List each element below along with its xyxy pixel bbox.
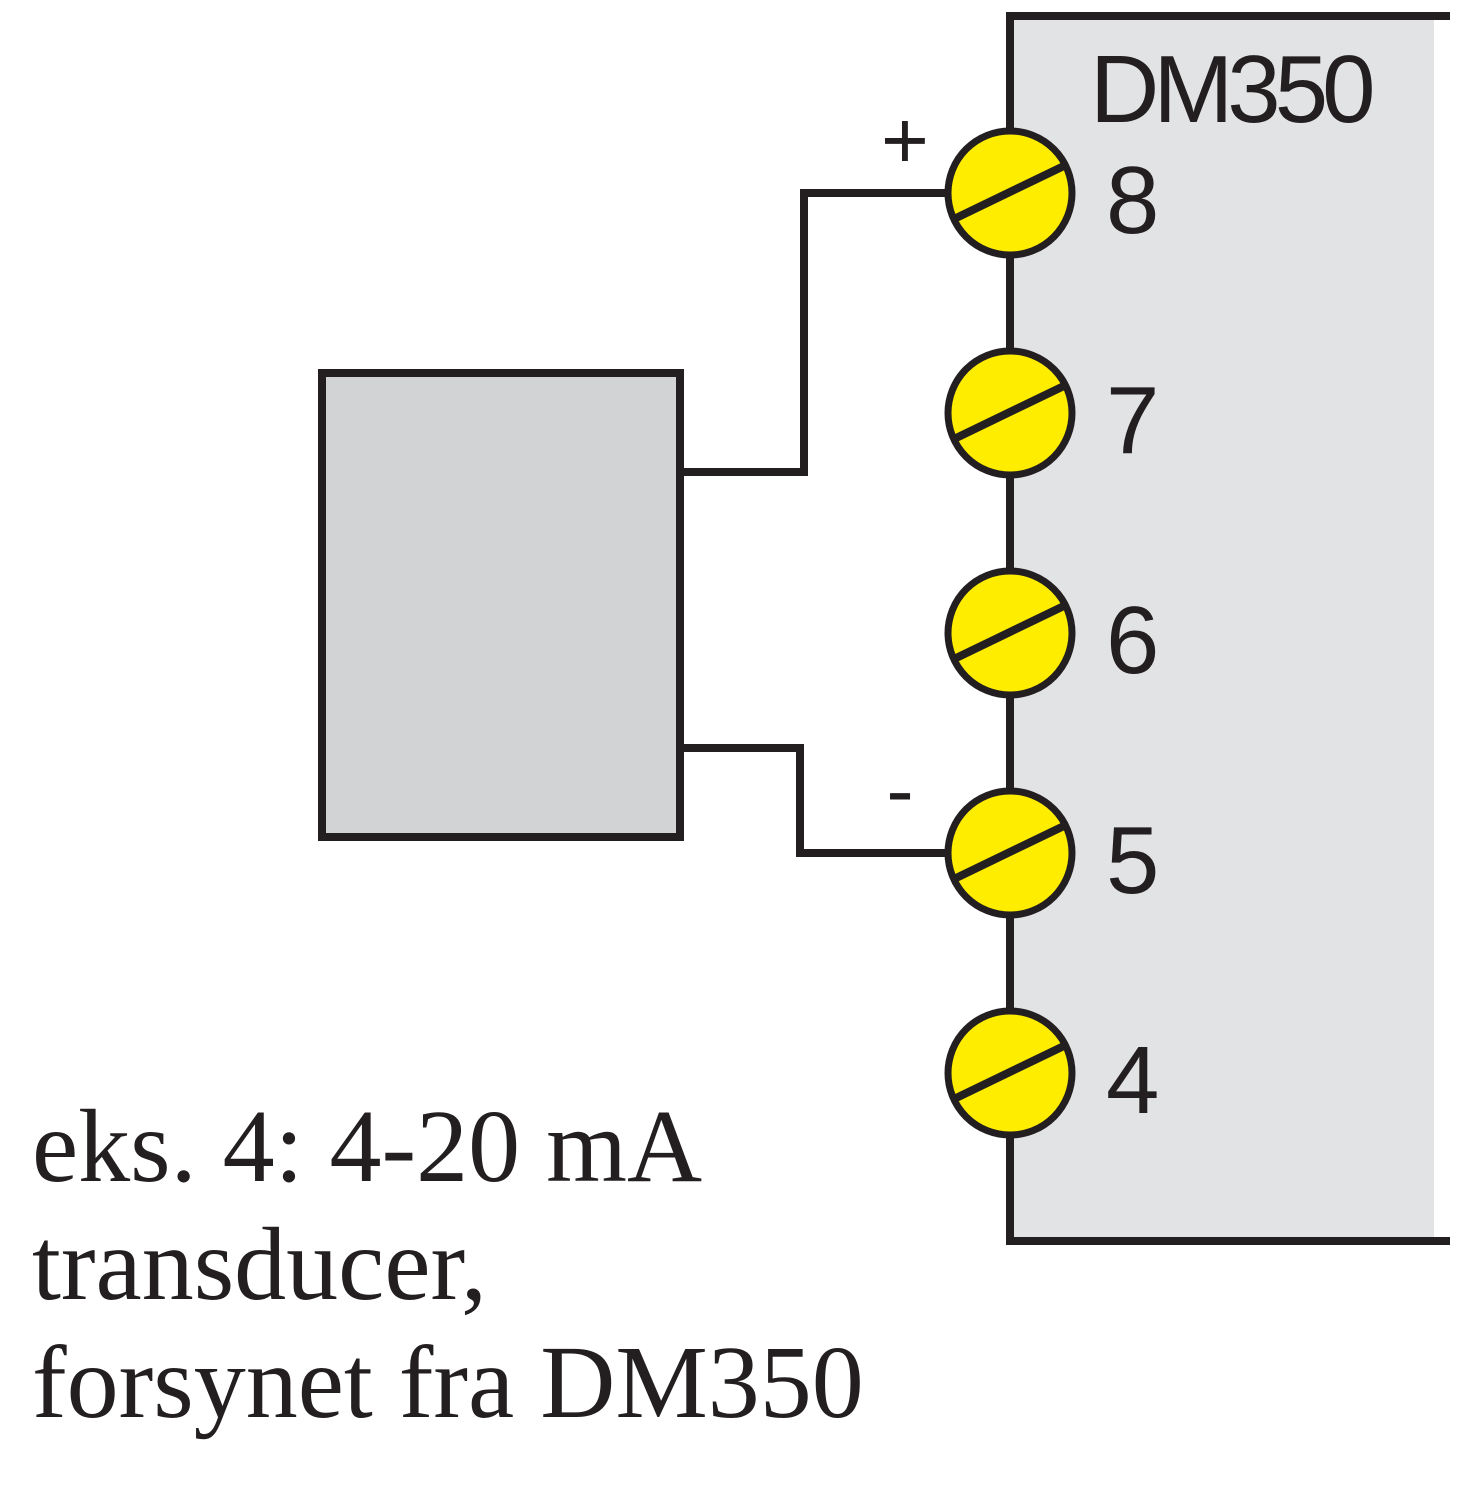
minus-label: - <box>886 745 913 836</box>
terminal-5: 5 <box>944 787 1159 919</box>
wire-positive <box>680 189 948 476</box>
caption-line-1: eks. 4: 4-20 mA <box>32 1089 703 1204</box>
caption-line-3: forsynet fra DM350 <box>32 1325 864 1440</box>
terminal-8: 8 <box>944 127 1159 259</box>
terminal-5-label: 5 <box>1106 807 1159 914</box>
screw-slot <box>950 380 1070 444</box>
terminal-6-label: 6 <box>1106 587 1159 694</box>
screw-slot <box>950 600 1070 664</box>
dm350-panel <box>1010 16 1434 1241</box>
screw-slot <box>950 820 1070 884</box>
caption-line-2: transducer, <box>32 1207 487 1322</box>
device-name: DM350 <box>1090 36 1372 143</box>
plus-label: + <box>881 95 929 186</box>
terminal-7-label: 7 <box>1106 367 1159 474</box>
transducer-box <box>318 369 684 841</box>
terminal-4: 4 <box>944 1007 1159 1139</box>
diagram-caption: eks. 4: 4-20 mA transducer, forsynet fra… <box>32 1088 864 1442</box>
screw-slot <box>950 160 1070 224</box>
terminal-4-label: 4 <box>1106 1027 1159 1134</box>
terminal-6: 6 <box>944 567 1159 699</box>
dm350-device: DM350 <box>1006 12 1450 1245</box>
terminal-7: 7 <box>944 347 1159 479</box>
wire-negative <box>680 744 948 857</box>
terminal-8-label: 8 <box>1106 147 1159 254</box>
screw-slot <box>950 1040 1070 1104</box>
